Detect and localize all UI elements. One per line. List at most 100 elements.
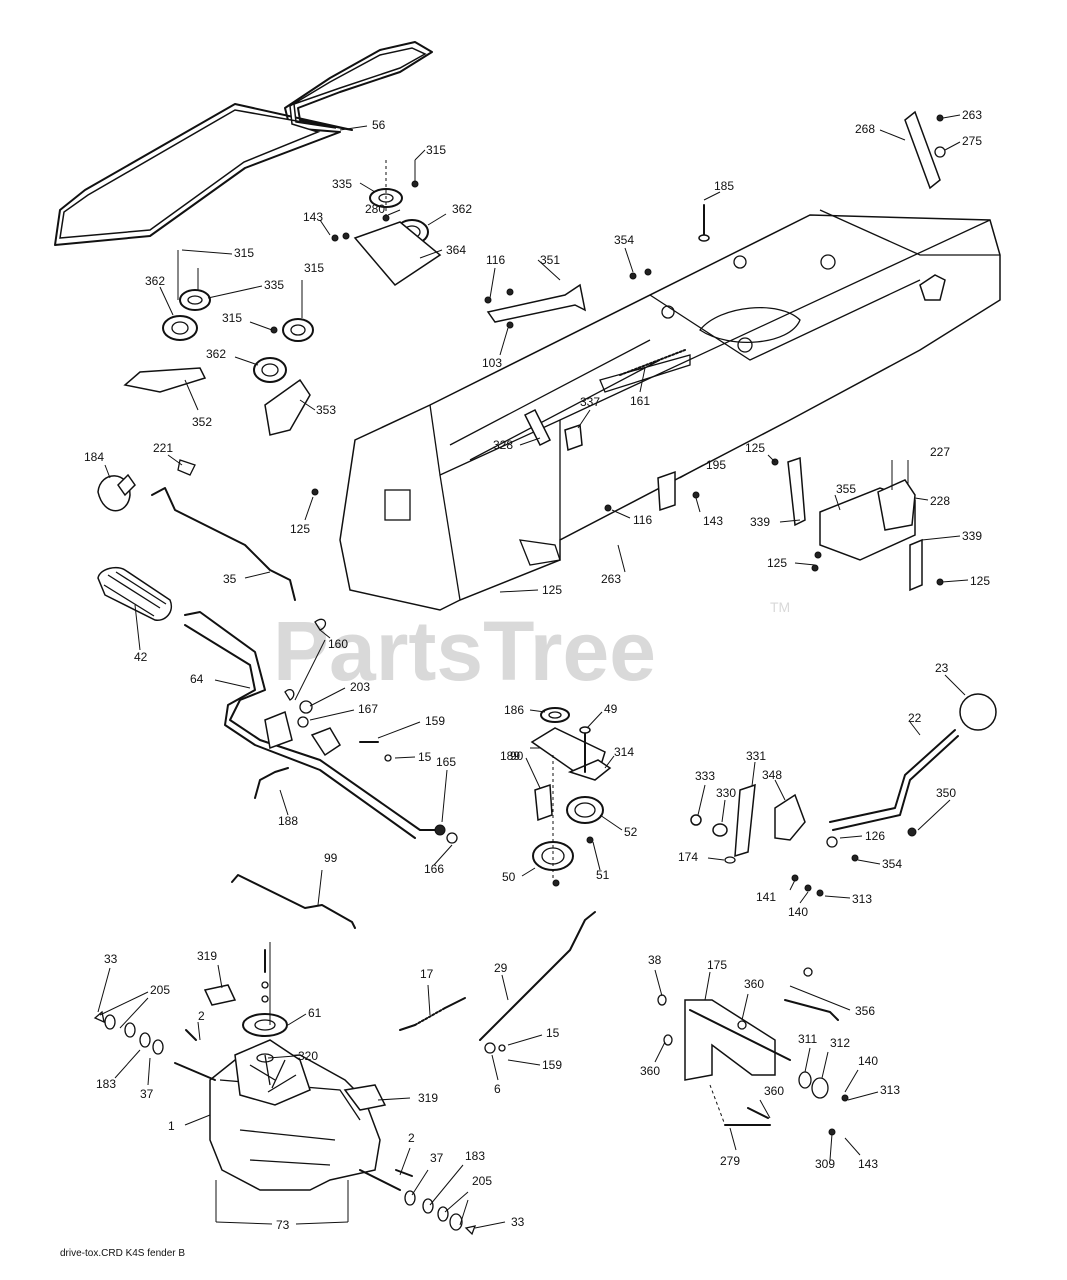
callout-159: 159	[542, 1058, 562, 1072]
callout-2: 2	[198, 1009, 205, 1023]
callout-2: 2	[408, 1131, 415, 1145]
callout-356: 356	[855, 1004, 875, 1018]
callout-15: 15	[546, 1026, 560, 1040]
drive-belt	[54, 41, 433, 246]
callout-125: 125	[970, 574, 990, 588]
callout-263: 263	[601, 572, 621, 586]
callout-125: 125	[542, 583, 562, 597]
callout-6: 6	[494, 1082, 501, 1096]
bracket-195	[604, 470, 700, 512]
callout-140: 140	[858, 1054, 878, 1068]
callout-205: 205	[472, 1174, 492, 1188]
callout-90: 90	[510, 749, 524, 763]
axle-washers-right	[395, 1169, 477, 1236]
callout-268: 268	[855, 122, 875, 136]
callout-183: 183	[465, 1149, 485, 1163]
callout-313: 313	[852, 892, 872, 906]
callout-351: 351	[540, 253, 560, 267]
shaft-64	[184, 611, 458, 844]
callout-126: 126	[865, 829, 885, 843]
callout-175: 175	[707, 958, 727, 972]
callout-186: 186	[504, 703, 524, 717]
callout-61: 61	[308, 1006, 322, 1020]
callout-160: 160	[328, 637, 348, 651]
callout-161: 161	[630, 394, 650, 408]
callout-183: 183	[96, 1077, 116, 1091]
callout-17: 17	[420, 967, 434, 981]
callout-185: 185	[714, 179, 734, 193]
callout-116: 116	[486, 253, 505, 267]
callout-159: 159	[425, 714, 445, 728]
callout-314: 314	[614, 745, 634, 759]
callout-350: 350	[936, 786, 956, 800]
callout-143: 143	[303, 210, 323, 224]
callout-38: 38	[648, 953, 662, 967]
callout-35: 35	[223, 572, 237, 586]
bolt-185	[698, 204, 710, 242]
spring-17	[399, 997, 466, 1031]
callout-311: 311	[798, 1032, 817, 1046]
callout-195: 195	[706, 458, 726, 472]
callout-355: 355	[836, 482, 856, 496]
axle-washers-left	[93, 1010, 197, 1055]
callout-188: 188	[278, 814, 298, 828]
leader-lines	[97, 114, 969, 1229]
callout-319: 319	[197, 949, 217, 963]
callout-227: 227	[930, 445, 950, 459]
callout-315: 315	[426, 143, 446, 157]
callout-335: 335	[264, 278, 284, 292]
callout-29: 29	[494, 961, 508, 975]
callout-143: 143	[858, 1157, 878, 1171]
callout-184: 184	[84, 450, 104, 464]
callout-330: 330	[716, 786, 736, 800]
callout-328: 328	[493, 438, 513, 452]
callout-353: 353	[316, 403, 336, 417]
callout-143: 143	[703, 514, 723, 528]
callout-320: 320	[298, 1049, 318, 1063]
callout-354: 354	[882, 857, 902, 871]
knob-184	[97, 473, 136, 512]
rod-99	[231, 874, 356, 929]
callout-166: 166	[424, 862, 444, 876]
callout-313: 313	[880, 1083, 900, 1097]
callout-205: 205	[150, 983, 170, 997]
spring-161	[619, 349, 686, 376]
callout-203: 203	[350, 680, 370, 694]
callout-275: 275	[962, 134, 982, 148]
callout-280: 280	[365, 202, 385, 216]
callout-309: 309	[815, 1157, 835, 1171]
callout-348: 348	[762, 768, 782, 782]
grip-42	[97, 566, 172, 621]
main-frame	[339, 209, 1001, 611]
plate-355	[771, 456, 944, 592]
callout-125: 125	[767, 556, 787, 570]
rod-188	[254, 767, 289, 799]
callout-312: 312	[830, 1036, 850, 1050]
callout-73: 73	[276, 1218, 290, 1232]
callout-56: 56	[372, 118, 386, 132]
callout-15: 15	[418, 750, 432, 764]
callout-42: 42	[134, 650, 148, 664]
rod-29	[479, 911, 596, 1054]
callout-189: 189	[500, 749, 520, 763]
callout-64: 64	[190, 672, 204, 686]
callout-37: 37	[430, 1151, 444, 1165]
callout-333: 333	[695, 769, 715, 783]
idler-pulley-group-lower	[123, 250, 314, 436]
callout-99: 99	[324, 851, 338, 865]
callout-339: 339	[962, 529, 982, 543]
callout-335: 335	[332, 177, 352, 191]
watermark-text: PartsTree	[273, 604, 656, 698]
callout-362: 362	[145, 274, 165, 288]
callout-360: 360	[640, 1064, 660, 1078]
callout-315: 315	[304, 261, 324, 275]
callout-22: 22	[908, 711, 922, 725]
bracket-337	[523, 408, 583, 452]
callout-362: 362	[206, 347, 226, 361]
idler-pulley-group-upper	[331, 160, 442, 286]
callout-165: 165	[436, 755, 456, 769]
callout-37: 37	[140, 1087, 154, 1101]
callout-279: 279	[720, 1154, 740, 1168]
drawing-reference: drive-tox.CRD K4S fender B	[60, 1248, 185, 1259]
